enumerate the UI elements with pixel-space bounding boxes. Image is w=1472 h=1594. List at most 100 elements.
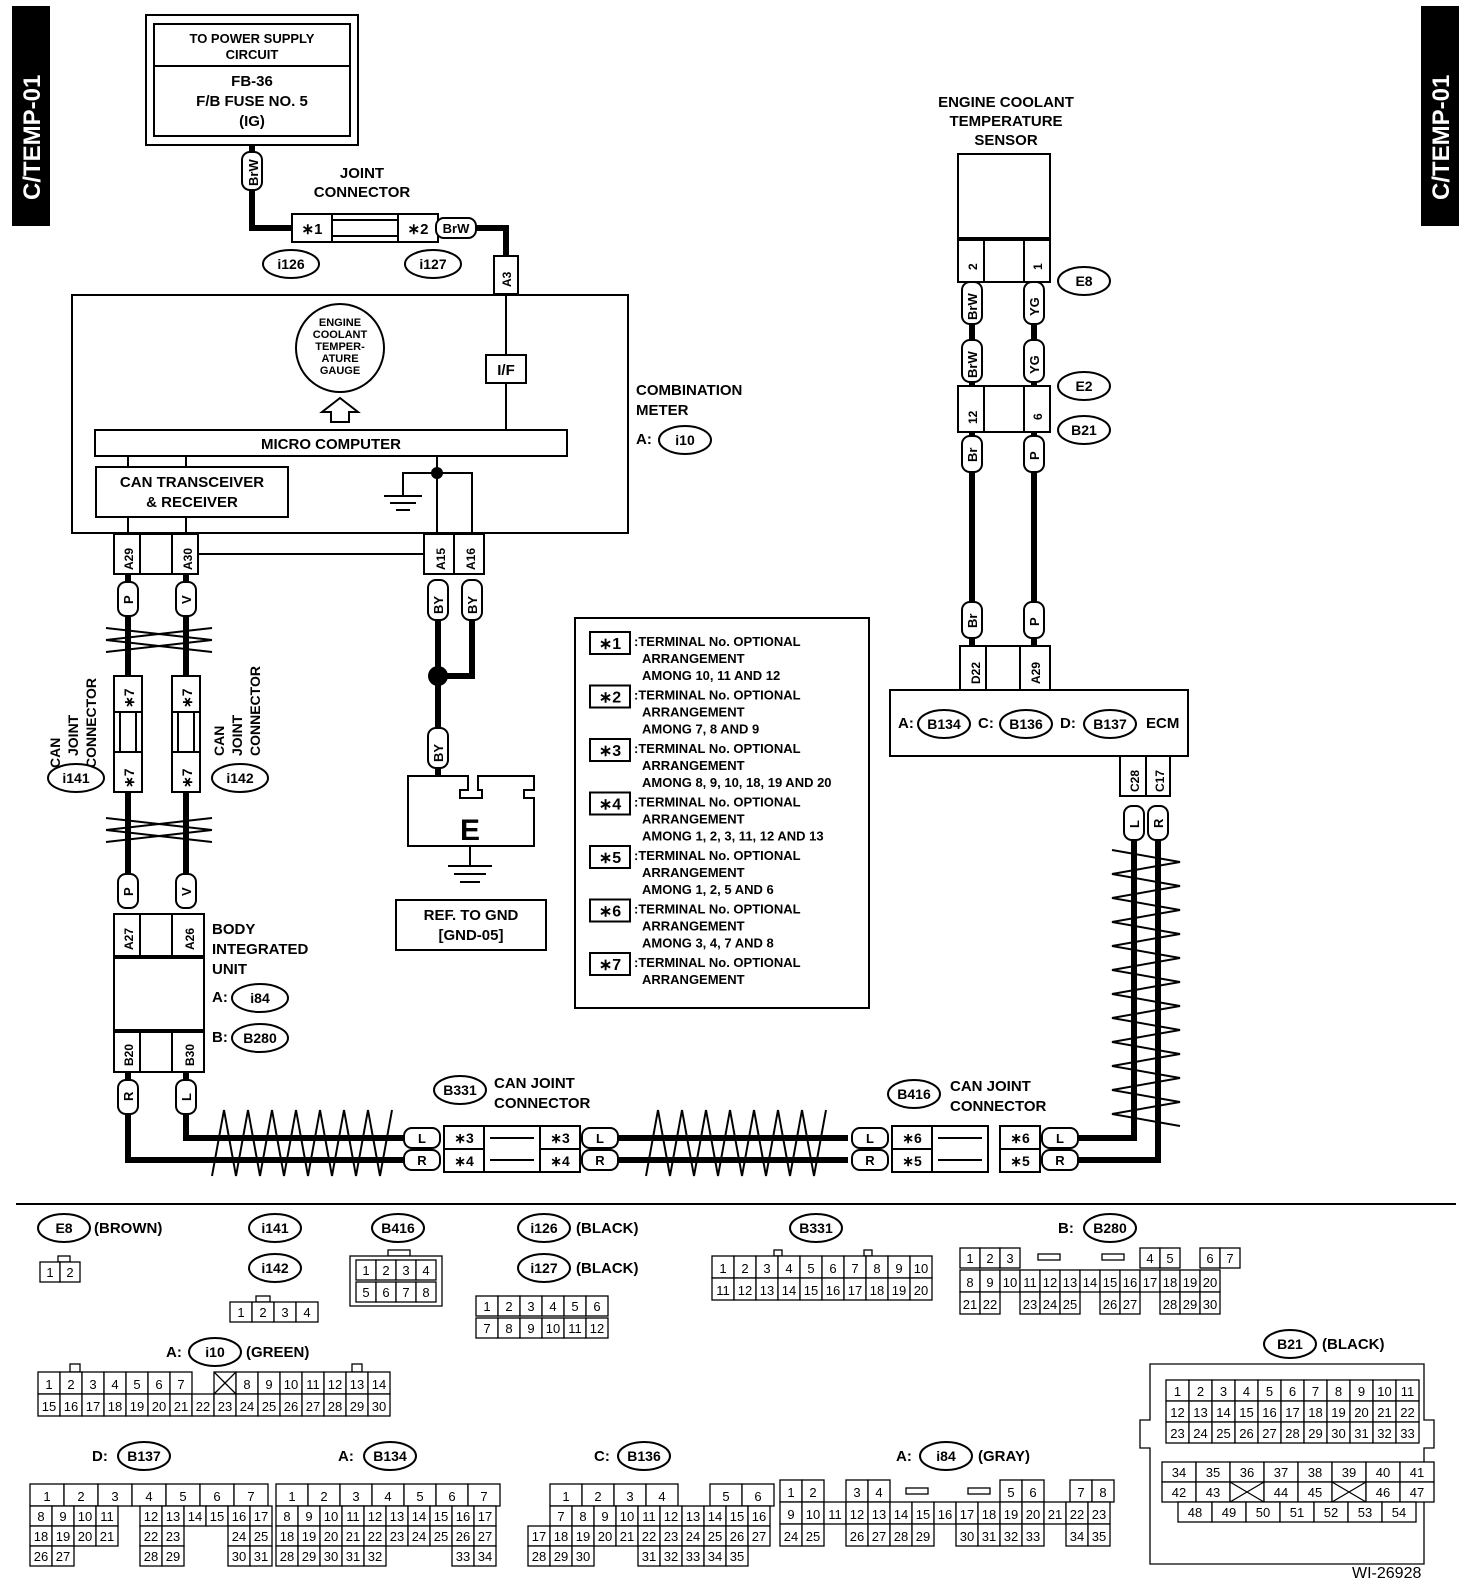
b416-pin-star5-b: ∗5 xyxy=(1010,1153,1030,1169)
b331-wire-l: L xyxy=(418,1131,426,1146)
pin-number: 24 xyxy=(784,1529,798,1544)
cv-b416-id: B416 xyxy=(381,1220,415,1236)
wire-label-p-2: P xyxy=(117,873,139,909)
cv-i126-note: (BLACK) xyxy=(576,1220,638,1237)
cv-b136-id: B136 xyxy=(627,1448,661,1464)
conn-label-e8: E8 (BROWN) xyxy=(37,1213,162,1243)
pin-a29: A29 xyxy=(122,548,136,570)
b134-pin xyxy=(473,1545,497,1567)
wire-label-by3-text: BY xyxy=(431,744,446,762)
b331-id: B331 xyxy=(443,1082,477,1098)
pin-a3-text: A3 xyxy=(500,271,514,287)
legend-line: AMONG 3, 4, 7 AND 8 xyxy=(642,936,774,951)
pin-number: 6 xyxy=(593,1299,600,1314)
pin-number: 5 xyxy=(133,1377,140,1392)
conn-label-b137: D: B137 xyxy=(92,1441,171,1471)
pin-number: 16 xyxy=(1123,1275,1137,1290)
pin-number: 5 xyxy=(1166,1251,1173,1266)
pin-number: 9 xyxy=(601,1509,608,1524)
pin-number: 9 xyxy=(527,1321,534,1336)
joint-connector: JOINT CONNECTOR ∗1 ∗2 i126 i127 xyxy=(262,165,462,279)
pin-number: 10 xyxy=(914,1261,928,1276)
pin-number: 24 xyxy=(1193,1426,1207,1441)
i10-lock-1 xyxy=(69,1363,81,1373)
side-tab-right: C/TEMP-01 xyxy=(1421,6,1459,226)
pin-number: 2 xyxy=(594,1489,601,1504)
pin-number: 12 xyxy=(738,1283,752,1298)
pin-number: 21 xyxy=(174,1399,188,1414)
pin-number: 39 xyxy=(1342,1465,1356,1480)
pin-number: 10 xyxy=(546,1321,560,1336)
pin-number: 12 xyxy=(368,1509,382,1524)
legend-key: ∗5 xyxy=(599,850,621,867)
pin-number: 12 xyxy=(144,1509,158,1524)
pin-number: 35 xyxy=(1206,1465,1220,1480)
conn-label-b331: B331 xyxy=(789,1213,843,1243)
joint-pin-1: ∗1 xyxy=(302,221,323,238)
pin-number: 2 xyxy=(809,1485,816,1500)
pin-number: 11 xyxy=(1401,1384,1415,1399)
gauge-text-5: GAUGE xyxy=(320,365,360,377)
wire-label-yg-1: YG xyxy=(1023,281,1045,325)
power-supply-text-2: CIRCUIT xyxy=(226,47,279,62)
pin-number: 3 xyxy=(352,1489,359,1504)
pin-number: 26 xyxy=(730,1529,744,1544)
combination-meter-title-2: METER xyxy=(636,402,689,419)
pin-number: 13 xyxy=(760,1283,774,1298)
biu-title-3: UNIT xyxy=(212,961,247,978)
legend-line: AMONG 7, 8 AND 9 xyxy=(642,722,759,737)
fuse-text-3: (IG) xyxy=(239,113,265,130)
wire-label-br2-text: Br xyxy=(965,614,980,628)
pin-number: 22 xyxy=(642,1529,656,1544)
pin-number: 32 xyxy=(368,1549,382,1564)
pin-number: 31 xyxy=(1354,1426,1368,1441)
wire-label-br-2: Br xyxy=(961,601,983,639)
pin-number: 12 xyxy=(850,1507,864,1522)
pin-number: 29 xyxy=(350,1399,364,1414)
pin-number: 28 xyxy=(144,1549,158,1564)
pin-number: 8 xyxy=(422,1285,429,1300)
wire-label-p1-text: P xyxy=(121,595,136,604)
pin-number: 23 xyxy=(218,1399,232,1414)
legend-key-box xyxy=(589,791,631,816)
cv-e8-note: (BROWN) xyxy=(94,1220,162,1237)
ecm-wire-l: L xyxy=(1127,820,1142,828)
legend-line: AMONG 8, 9, 10, 18, 19 AND 20 xyxy=(642,775,832,790)
ref-to-gnd-box: REF. TO GND [GND-05] xyxy=(395,899,547,951)
pin-number: 27 xyxy=(1123,1297,1137,1312)
pin-number: 31 xyxy=(982,1529,996,1544)
b21-pin xyxy=(1395,1421,1420,1444)
legend-line: AMONG 1, 2, 3, 11, 12 AND 13 xyxy=(642,829,824,844)
b331-pin-star4-a: ∗4 xyxy=(454,1153,474,1169)
pin-number: 2 xyxy=(1197,1384,1204,1399)
pin-number: 13 xyxy=(1193,1405,1207,1420)
wire-label-v-2: V xyxy=(175,873,197,909)
e8-lock xyxy=(57,1255,71,1263)
twist-marks-lower xyxy=(105,817,213,843)
pin-number: 3 xyxy=(281,1305,288,1320)
pin-number: 30 xyxy=(960,1529,974,1544)
pin-number: 2 xyxy=(986,1251,993,1266)
pin-number: 18 xyxy=(1308,1405,1322,1420)
pin-number: 19 xyxy=(302,1529,316,1544)
pin-number: 24 xyxy=(412,1529,426,1544)
legend-line: ARRANGEMENT xyxy=(642,705,745,720)
pin-number: 49 xyxy=(1222,1505,1236,1520)
wire-label-br1-text: Br xyxy=(965,448,980,462)
micro-computer-label: MICRO COMPUTER xyxy=(261,436,401,453)
pin-number: 10 xyxy=(284,1377,298,1392)
wire-label-p-1: P xyxy=(117,581,139,617)
gauge-text-4: ATURE xyxy=(321,353,358,365)
wire-label-yg2-text: YG xyxy=(1027,355,1042,374)
meter-connector-a15-a16: A15 A16 xyxy=(423,533,485,575)
pin-number: 30 xyxy=(576,1549,590,1564)
joint-pin-2: ∗2 xyxy=(408,221,429,238)
pin-number: 19 xyxy=(1183,1275,1197,1290)
pin-number: 16 xyxy=(826,1283,840,1298)
wire-label-brw-2: BrW xyxy=(435,217,477,239)
pin-number: 9 xyxy=(986,1275,993,1290)
cv-i10-id: i10 xyxy=(205,1344,225,1360)
pin-number: 6 xyxy=(448,1489,455,1504)
pin-number: 20 xyxy=(1026,1507,1040,1522)
wire-label-brw-text: BrW xyxy=(246,159,261,186)
